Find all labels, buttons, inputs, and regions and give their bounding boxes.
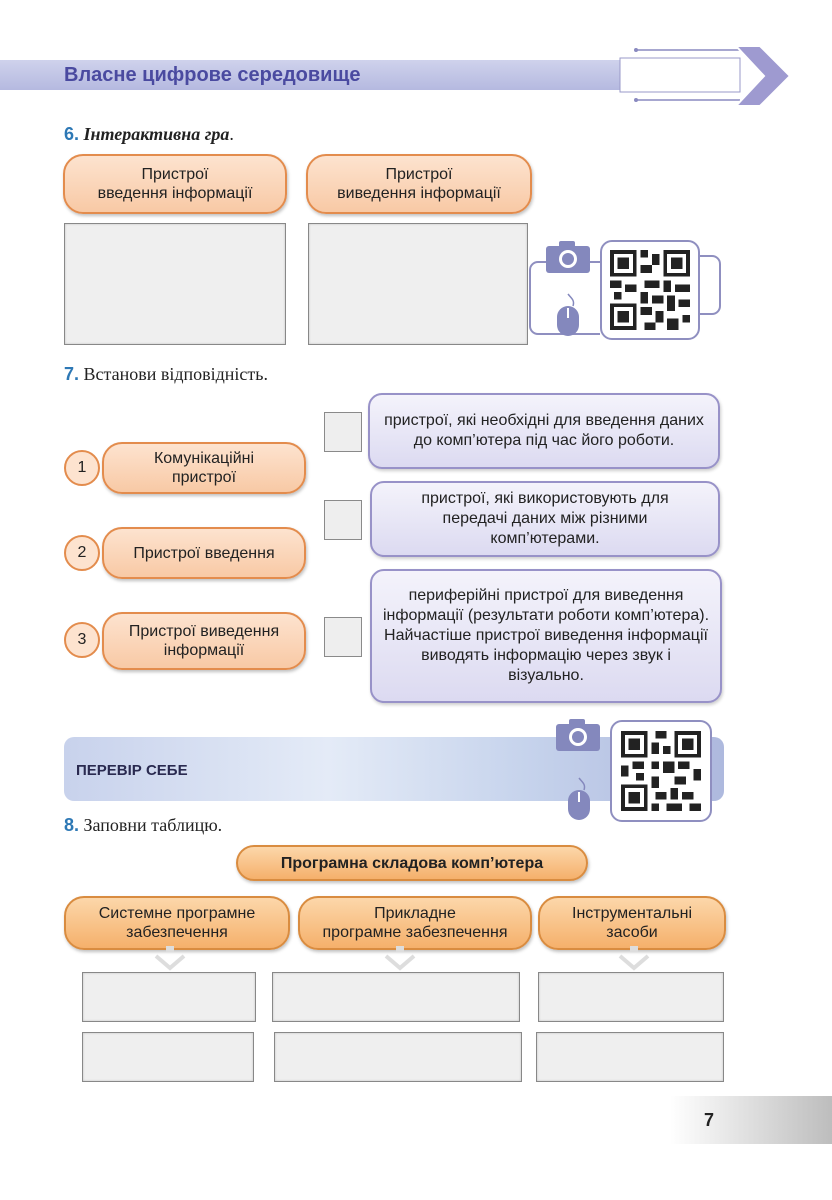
- task-6-heading: 6. Інтерактивна гра.: [64, 124, 234, 145]
- task-number: 8.: [64, 815, 80, 835]
- application-software-label: Прикладне програмне забезпечення: [298, 896, 532, 950]
- item-output-devices: Пристрої виведення інформації: [102, 612, 306, 670]
- page-header-title: Власне цифрове середовище: [64, 64, 361, 86]
- chevron-right-icon: [619, 45, 792, 107]
- output-devices-label: Пристрої виведення інформації: [306, 154, 532, 214]
- answer-box-3[interactable]: [324, 617, 362, 657]
- item-number-2: 2: [64, 535, 100, 571]
- output-devices-dropzone[interactable]: [308, 223, 528, 345]
- task-7-heading: 7. Встанови відповідність.: [64, 364, 268, 385]
- task-title: Заповни таблицю.: [83, 815, 223, 835]
- page-number: 7: [704, 1110, 715, 1130]
- chevron-down-icon: [618, 946, 650, 971]
- mouse-icon[interactable]: [555, 292, 581, 338]
- definition-card-2: пристрої, які використовують для передач…: [370, 481, 720, 557]
- answer-box-2[interactable]: [324, 500, 362, 540]
- camera-icon[interactable]: [555, 718, 601, 752]
- answer-box-1[interactable]: [324, 412, 362, 452]
- item-number-1: 1: [64, 450, 100, 486]
- item-number-3: 3: [64, 622, 100, 658]
- system-software-cell-1[interactable]: [82, 972, 256, 1022]
- item-input-devices: Пристрої введення: [102, 527, 306, 579]
- application-software-cell-2[interactable]: [274, 1032, 522, 1082]
- tools-cell-1[interactable]: [538, 972, 724, 1022]
- chevron-down-icon: [384, 946, 416, 971]
- task-title: Інтерактивна гра: [83, 124, 230, 144]
- task-number: 6.: [64, 124, 80, 144]
- task-title-tail: .: [229, 124, 234, 144]
- item-communication-devices: Комунікаційні пристрої: [102, 442, 306, 494]
- software-root-label: Програмна складова комп’ютера: [236, 845, 588, 881]
- task-8-heading: 8. Заповни таблицю.: [64, 815, 222, 836]
- tools-label: Інструментальні засоби: [538, 896, 726, 950]
- input-devices-label: Пристрої введення інформації: [63, 154, 287, 214]
- camera-icon[interactable]: [545, 240, 591, 274]
- task-title: Встанови відповідність.: [83, 364, 268, 384]
- definition-card-1: пристрої, які необхідні для введення дан…: [368, 393, 720, 469]
- page-number-band: [670, 1096, 832, 1144]
- system-software-label: Системне програмне забезпечення: [64, 896, 290, 950]
- qr-connector: [529, 255, 721, 335]
- definition-card-3: периферійні пристрої для виведення інфор…: [370, 569, 722, 703]
- check-yourself-title: ПЕРЕВІР СЕБЕ: [76, 762, 188, 779]
- input-devices-dropzone[interactable]: [64, 223, 286, 345]
- task-number: 7.: [64, 364, 80, 384]
- qr-code-frame: [600, 240, 700, 340]
- chevron-down-icon: [154, 946, 186, 971]
- tools-cell-2[interactable]: [536, 1032, 724, 1082]
- mouse-icon[interactable]: [566, 776, 592, 822]
- qr-code-frame: [610, 720, 712, 822]
- application-software-cell-1[interactable]: [272, 972, 520, 1022]
- qr-code-icon[interactable]: [610, 250, 690, 330]
- qr-code-icon[interactable]: [621, 731, 701, 811]
- header-band: [0, 60, 660, 90]
- system-software-cell-2[interactable]: [82, 1032, 254, 1082]
